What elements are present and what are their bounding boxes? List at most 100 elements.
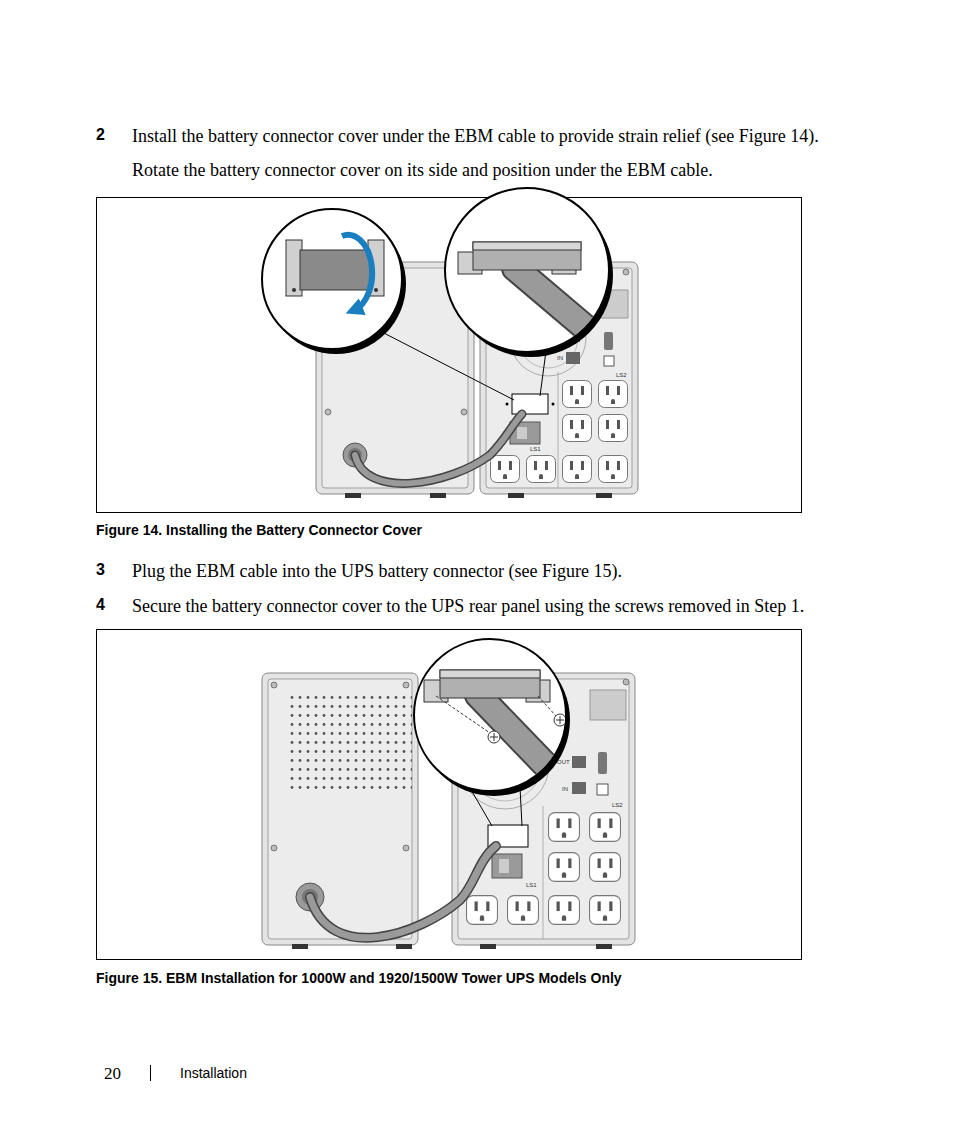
ups-unit (517, 427, 527, 439)
ups-unit (566, 352, 580, 364)
ebm-unit (271, 682, 277, 688)
detail-callout-screws (440, 670, 540, 678)
ebm-cable (355, 414, 522, 483)
ups-unit (590, 896, 621, 925)
ebm-unit (271, 845, 277, 851)
outlet-group-label: LS2 (616, 372, 627, 378)
ups-unit (597, 784, 608, 795)
ups-unit (599, 415, 628, 442)
section-name: Installation (180, 1066, 247, 1080)
port-label: IN (557, 355, 563, 361)
detail-callout-screws (414, 639, 570, 796)
detail-callout-screws (478, 695, 560, 780)
ebm-unit (403, 682, 409, 688)
detail-callout-connector (515, 268, 600, 340)
ebm-cable (310, 846, 496, 938)
ebm-unit (292, 944, 308, 949)
detail-callout-cover (374, 288, 378, 292)
ups-unit (604, 356, 614, 366)
ups-unit (491, 456, 520, 483)
step-number: 4 (96, 597, 105, 613)
ebm-unit (403, 845, 409, 851)
ups-unit (480, 944, 496, 949)
detail-callout-screws (414, 639, 566, 791)
ups-unit (590, 690, 626, 720)
ups-unit (590, 813, 621, 842)
ebm-cable (355, 414, 522, 483)
step-number: 2 (96, 127, 105, 143)
ups-unit (508, 493, 524, 498)
detail-callout-cover (262, 209, 402, 349)
ups-unit (598, 752, 607, 774)
detail-callout-connector (473, 242, 581, 270)
port-label: OUT (557, 759, 570, 765)
ups-unit (549, 896, 580, 925)
figure-caption: Figure 15. EBM Installation for 1000W an… (96, 971, 622, 985)
detail-callout-cover (286, 235, 384, 310)
ups-unit (563, 415, 592, 442)
ups-unit (508, 896, 539, 925)
ebm-unit (262, 673, 418, 945)
detail-callout-screws (538, 696, 556, 716)
ups-unit (572, 782, 586, 794)
ups-unit (549, 813, 580, 842)
detail-callout-screws (554, 714, 566, 726)
ebm-unit (262, 673, 418, 949)
outlet-group-label: LS1 (530, 446, 541, 452)
ups-unit (623, 679, 629, 685)
instruction-text: Install the battery connector cover unde… (132, 127, 819, 145)
ups-unit (599, 456, 628, 483)
ups-unit (596, 493, 612, 498)
ups-unit (572, 756, 586, 768)
detail-callout-screws (488, 731, 500, 743)
ups-unit (563, 456, 592, 483)
ups-unit (499, 859, 509, 873)
figure-frame (97, 630, 802, 960)
detail-callout-screws (424, 670, 566, 780)
ups-unit (549, 853, 580, 882)
ebm-unit (461, 409, 467, 415)
detail-callout-screws (478, 695, 560, 780)
leader-line (520, 787, 522, 826)
ups-unit (512, 394, 548, 414)
ups-unit (543, 806, 544, 939)
ups-unit (527, 456, 556, 483)
detail-callout-cover (300, 250, 370, 290)
ups-unit (590, 853, 621, 882)
instruction-text: Rotate the battery connector cover on it… (132, 161, 713, 179)
ebm-unit (345, 493, 361, 498)
detail-callout-connector (458, 242, 600, 340)
ups-unit (506, 403, 509, 406)
ebm-unit (430, 493, 446, 498)
detail-callout-connector (473, 242, 581, 250)
footer-separator (150, 1065, 151, 1081)
detail-callout-cover (292, 288, 296, 292)
ebm-cable (355, 414, 522, 483)
detail-callout-connector (445, 188, 609, 352)
outlet-group-label: LS1 (526, 882, 537, 888)
ups-unit (623, 269, 629, 275)
instruction-text: Secure the battery connector cover to th… (132, 597, 804, 615)
detail-callout-screws (490, 733, 498, 741)
detail-callout-screws (556, 716, 564, 724)
ups-unit (563, 381, 592, 408)
ebm-cable (310, 846, 496, 938)
ups-unit (492, 854, 522, 878)
ups-unit (467, 896, 498, 925)
page-number: 20 (104, 1065, 121, 1082)
ups-unit (552, 403, 555, 406)
ebm-unit (268, 679, 412, 939)
detail-callout-cover (342, 235, 372, 310)
port-label: IN (562, 786, 568, 792)
figure-caption: Figure 14. Installing the Battery Connec… (96, 523, 422, 537)
detail-callout-connector (445, 188, 613, 357)
detail-callout-screws (436, 696, 490, 733)
outlet-group-label: LS2 (612, 802, 623, 808)
ebm-unit (325, 409, 331, 415)
detail-callout-connector (515, 268, 600, 340)
ups-unit (599, 381, 628, 408)
ups-unit (596, 944, 612, 949)
detail-callout-screws (440, 670, 540, 698)
ups-unit (558, 372, 559, 488)
